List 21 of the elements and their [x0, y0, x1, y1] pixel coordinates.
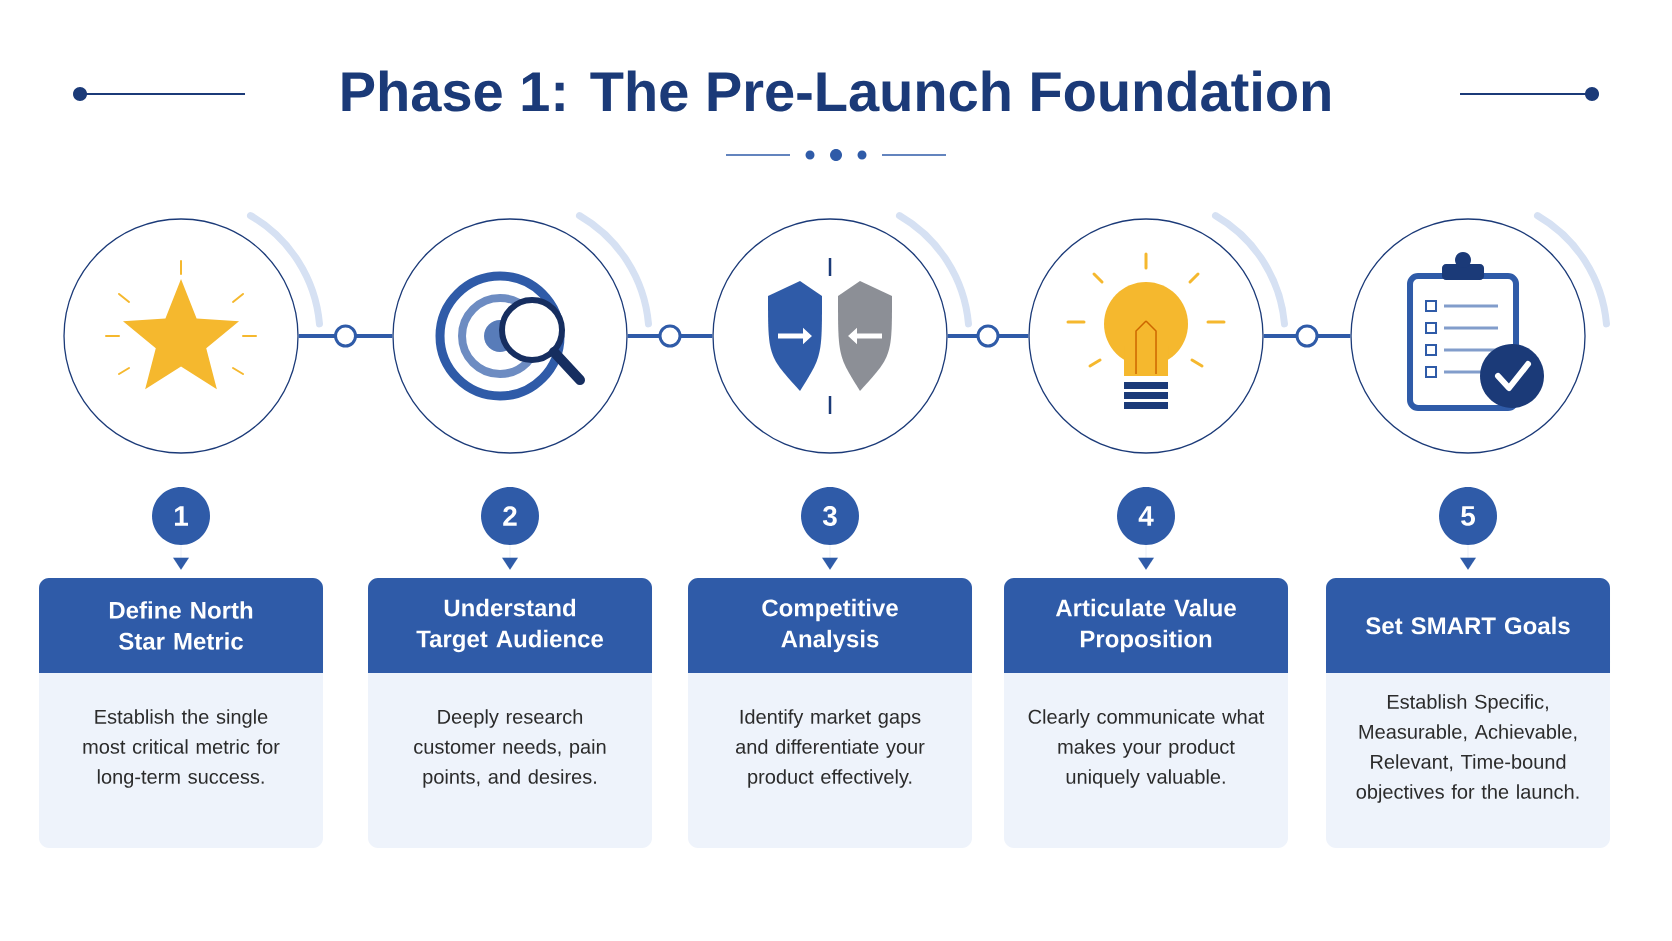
- step-card: Understand Target Audience Deeply research customer needs, pain points, and desires.: [368, 578, 652, 848]
- connector-line: [1263, 324, 1351, 348]
- step-card: Define North Star Metric Establish the single most critical metric for long-term success.: [39, 578, 323, 848]
- step-card: Competitive Analysis Identify market gaps and differentiate your product effectively.: [688, 578, 972, 848]
- step-number-badge: 5: [1439, 487, 1497, 545]
- connector-line: [627, 324, 713, 348]
- step-card: Set SMART Goals Establish Specific, Measurable, Achievable, Relevant, Time-bound objectives for the launch.: [1326, 578, 1610, 848]
- step-number-badge: 3: [801, 487, 859, 545]
- step-number-badge: 1: [152, 487, 210, 545]
- pointer-arrow: [822, 545, 838, 570]
- pointer-arrow: [502, 545, 518, 570]
- step-card: Articulate Value Proposition Clearly communicate what makes your product uniquely valuable.: [1004, 578, 1288, 848]
- pointer-arrow: [1138, 545, 1154, 570]
- pointer-arrow: [173, 545, 189, 570]
- connector-line: [298, 324, 393, 348]
- step-number-badge: 2: [481, 487, 539, 545]
- pointer-arrow: [1460, 545, 1476, 570]
- connector-line: [947, 324, 1029, 348]
- icon-circle: [392, 212, 652, 454]
- title: Phase 1: The Pre-Launch Foundation: [342, 70, 1330, 112]
- step-number-badge: 4: [1117, 487, 1175, 545]
